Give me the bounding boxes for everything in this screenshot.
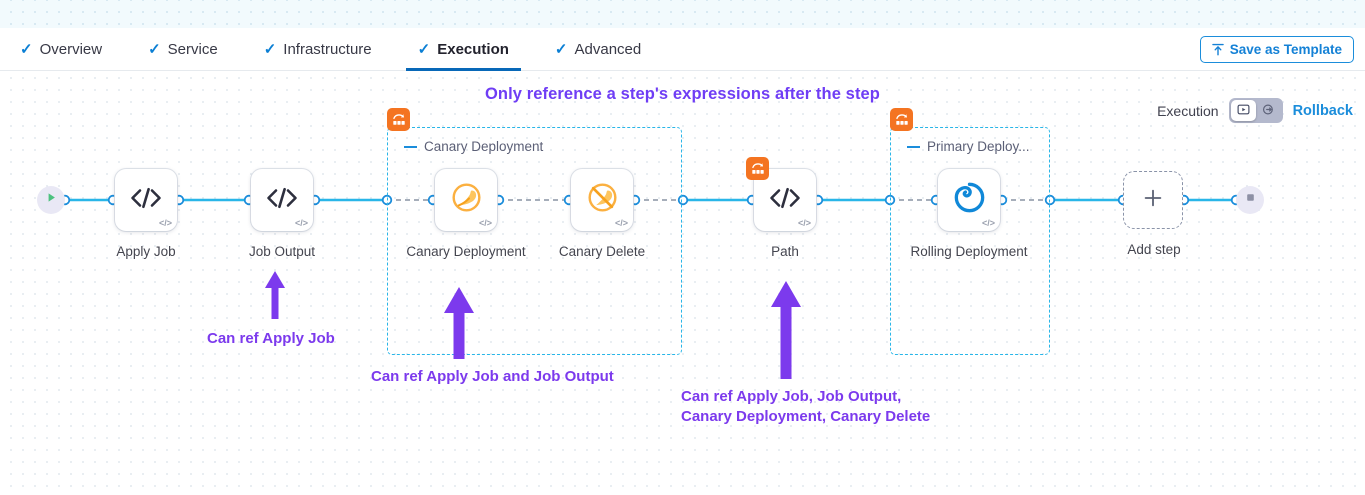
execution-rollback-control: Execution Rollback [1157, 98, 1353, 123]
step-group-primary-deployment[interactable]: Primary Deploy... [890, 108, 1050, 355]
execution-view-toggle[interactable] [1228, 98, 1283, 123]
code-badge-icon: </> [797, 218, 811, 228]
tab-overview[interactable]: ✓ Overview [20, 28, 102, 71]
pipeline-node-path[interactable]: </> [746, 157, 816, 231]
arrow-circle-icon [1262, 103, 1275, 119]
check-icon: ✓ [417, 40, 431, 58]
upload-icon [1211, 43, 1224, 56]
code-icon [265, 185, 299, 216]
tab-advanced[interactable]: ✓ Advanced [555, 28, 641, 71]
annotation-text-path: Can ref Apply Job, Job Output, Canary De… [681, 388, 931, 425]
tab-label: Advanced [574, 40, 642, 58]
step-group-title: Primary Deploy... [907, 139, 1030, 154]
pipeline-node-label-canary-delete: Canary Delete [558, 244, 646, 259]
code-badge-icon: </> [981, 218, 995, 228]
pipeline-node-rolling-deployment[interactable]: </> [938, 169, 1000, 231]
execution-view-toggle-option[interactable] [1230, 100, 1256, 121]
play-box-icon [1237, 103, 1250, 119]
step-group-icon [746, 157, 769, 180]
canary-delete-icon [586, 181, 619, 219]
plus-icon [1142, 185, 1164, 216]
tab-execution[interactable]: ✓ Execution [405, 28, 522, 71]
pipeline-node-canary-delete[interactable]: </> [571, 169, 633, 231]
pipeline-canvas[interactable]: Only reference a step's expressions afte… [0, 71, 1365, 495]
start-node[interactable] [37, 186, 65, 214]
annotation-arrow-apply-job [265, 271, 285, 319]
stop-icon [1244, 191, 1257, 209]
annotation-text-apply-job: Can ref Apply Job [207, 330, 335, 347]
check-icon: ✓ [263, 40, 277, 58]
pipeline-node-canary-deployment[interactable]: </> [435, 169, 497, 231]
code-badge-icon: </> [614, 218, 628, 228]
save-as-template-label: Save as Template [1229, 42, 1342, 57]
collapse-icon[interactable] [907, 145, 920, 148]
rollback-link[interactable]: Rollback [1292, 102, 1353, 119]
code-icon [768, 185, 802, 216]
tab-label: Service [167, 40, 218, 58]
code-badge-icon: </> [294, 218, 308, 228]
pipeline-node-label-apply-job: Apply Job [116, 244, 176, 259]
step-group-canary-deployment[interactable]: Canary Deployment [387, 108, 682, 355]
pipeline-node-apply-job[interactable]: </> [115, 169, 177, 231]
tab-label: Overview [39, 40, 103, 58]
save-as-template-button[interactable]: Save as Template [1199, 36, 1354, 63]
step-group-title-label: Canary Deployment [424, 139, 544, 154]
pipeline-node-job-output[interactable]: </> [251, 169, 313, 231]
tab-infrastructure[interactable]: ✓ Infrastructure [264, 28, 372, 71]
tab-label: Infrastructure [283, 40, 372, 58]
code-badge-icon: </> [478, 218, 492, 228]
pipeline-node-label-path: Path [771, 244, 799, 259]
annotation-arrow-canary [444, 287, 474, 359]
tab-label: Execution [437, 40, 509, 58]
add-step-label: Add step [1127, 242, 1181, 257]
pipeline-node-label-rolling-deployment: Rolling Deployment [910, 244, 1028, 259]
canary-bird-icon [450, 181, 483, 219]
end-node[interactable] [1236, 186, 1264, 214]
annotation-text-canary: Can ref Apply Job and Job Output [371, 368, 614, 385]
execution-label: Execution [1157, 102, 1219, 119]
rolling-swirl-icon [954, 182, 985, 218]
check-icon: ✓ [148, 40, 161, 58]
check-icon: ✓ [554, 40, 568, 58]
wizard-tab-bar: ✓ Overview ✓ Service ✓ Infrastructure ✓ … [0, 28, 1365, 71]
code-icon [129, 185, 163, 216]
step-group-title-label: Primary Deploy... [927, 139, 1030, 154]
step-group-icon [890, 108, 913, 131]
step-group-title: Canary Deployment [404, 139, 543, 154]
code-badge-icon: </> [158, 218, 172, 228]
annotation-arrow-path [771, 281, 801, 379]
collapse-icon[interactable] [404, 145, 417, 148]
play-icon [45, 191, 58, 209]
pipeline-node-label-canary-deployment: Canary Deployment [406, 244, 526, 259]
banner-headline: Only reference a step's expressions afte… [484, 85, 880, 103]
pipeline-node-label-job-output: Job Output [248, 244, 316, 259]
step-group-icon [387, 108, 410, 131]
annotation-arrows [265, 271, 801, 379]
check-icon: ✓ [20, 40, 33, 58]
rollback-view-toggle-option[interactable] [1256, 100, 1281, 121]
canvas-top-strip [0, 0, 1365, 28]
tab-service[interactable]: ✓ Service [148, 28, 218, 71]
add-step-button[interactable] [1123, 171, 1183, 229]
